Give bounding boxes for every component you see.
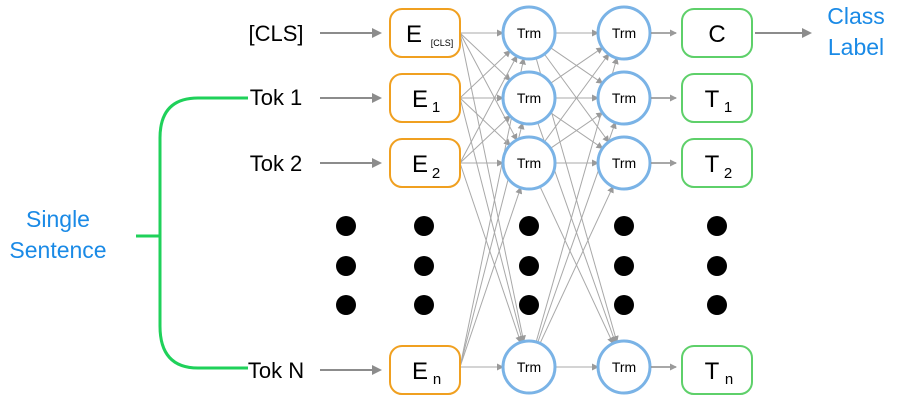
sentence-bracket	[158, 96, 248, 370]
trm-l1-tok2	[501, 135, 557, 191]
connection-line	[459, 115, 511, 164]
input-token-1: Tok 1	[250, 85, 303, 110]
dot	[414, 216, 434, 236]
class-label-line2: Label	[828, 34, 884, 60]
output-t1-base: T	[705, 86, 720, 113]
output-tn-subscript: n	[725, 371, 733, 388]
embedding-1-subscript: 1	[432, 99, 440, 116]
connection-line	[459, 97, 511, 146]
output-tn: T n	[681, 345, 753, 395]
transformer-layer-1: Trm Trm Trm Trm	[501, 5, 557, 395]
dot	[614, 295, 634, 315]
output-c-label: C	[708, 21, 725, 48]
trm-l2-tok2	[596, 135, 652, 191]
output-t2: T 2	[681, 138, 753, 188]
trm-l2-cls-label: Trm	[612, 25, 636, 41]
transformer-layer-2: Trm Trm Trm Trm	[596, 5, 652, 395]
embedding-cls: E [CLS]	[389, 8, 461, 58]
trm-l2-tok1-label: Trm	[612, 90, 636, 106]
dot	[519, 256, 539, 276]
embedding-cls-base: E	[406, 21, 422, 48]
dot	[336, 256, 356, 276]
output-tn-base: T	[705, 358, 720, 385]
input-token-cls: [CLS]	[248, 21, 303, 46]
trm-l1-tok1	[501, 70, 557, 126]
embedding-n: E n	[389, 345, 461, 395]
dot	[336, 295, 356, 315]
dot	[707, 295, 727, 315]
connection-line	[539, 185, 614, 344]
dot	[519, 295, 539, 315]
trm-l2-tok2-label: Trm	[612, 155, 636, 171]
connection-line	[459, 162, 523, 344]
single-sentence-line2: Sentence	[9, 237, 106, 263]
dot	[614, 256, 634, 276]
output-t1: T 1	[681, 73, 753, 123]
trm-l1-cls-label: Trm	[517, 25, 541, 41]
embedding-1: E 1	[389, 73, 461, 123]
dot	[707, 216, 727, 236]
connection-line	[459, 50, 511, 99]
trm-l2-cls	[596, 5, 652, 61]
connection-line	[459, 32, 526, 343]
connection-line	[550, 112, 604, 149]
embedding-n-base: E	[412, 358, 428, 385]
trm-l1-tok2-label: Trm	[517, 155, 541, 171]
output-t1-subscript: 1	[724, 99, 732, 116]
embedding-cls-subscript: [CLS]	[431, 38, 454, 48]
class-label-line1: Class	[827, 3, 885, 29]
embedding-2: E 2	[389, 138, 461, 188]
dot	[336, 216, 356, 236]
trm-l1-tokn-label: Trm	[517, 359, 541, 375]
dot	[519, 216, 539, 236]
dot	[414, 256, 434, 276]
dot	[614, 216, 634, 236]
trm-l1-tok1-label: Trm	[517, 90, 541, 106]
trm-l1-tokn	[501, 339, 557, 395]
output-t2-base: T	[705, 151, 720, 178]
output-t2-subscript: 2	[724, 165, 732, 182]
single-sentence-line1: Single	[26, 206, 90, 232]
trm-l2-tokn	[596, 339, 652, 395]
output-c: C	[681, 8, 753, 58]
connection-line	[459, 97, 525, 343]
connection-line	[543, 53, 610, 143]
embedding-1-base: E	[412, 86, 428, 113]
trm-l2-tokn-label: Trm	[612, 359, 636, 375]
input-token-n: Tok N	[248, 358, 304, 383]
trm-l2-tok1	[596, 70, 652, 126]
connection-line	[459, 32, 511, 81]
input-token-2: Tok 2	[250, 151, 303, 176]
embedding-2-base: E	[412, 151, 428, 178]
trm-l1-cls	[501, 5, 557, 61]
embedding-n-subscript: n	[433, 371, 441, 388]
ellipsis-dots	[336, 216, 727, 315]
connection-line	[459, 186, 523, 368]
dot	[707, 256, 727, 276]
dot	[414, 295, 434, 315]
connection-line	[550, 47, 604, 84]
embedding-2-subscript: 2	[432, 165, 440, 182]
connection-line	[459, 55, 518, 164]
